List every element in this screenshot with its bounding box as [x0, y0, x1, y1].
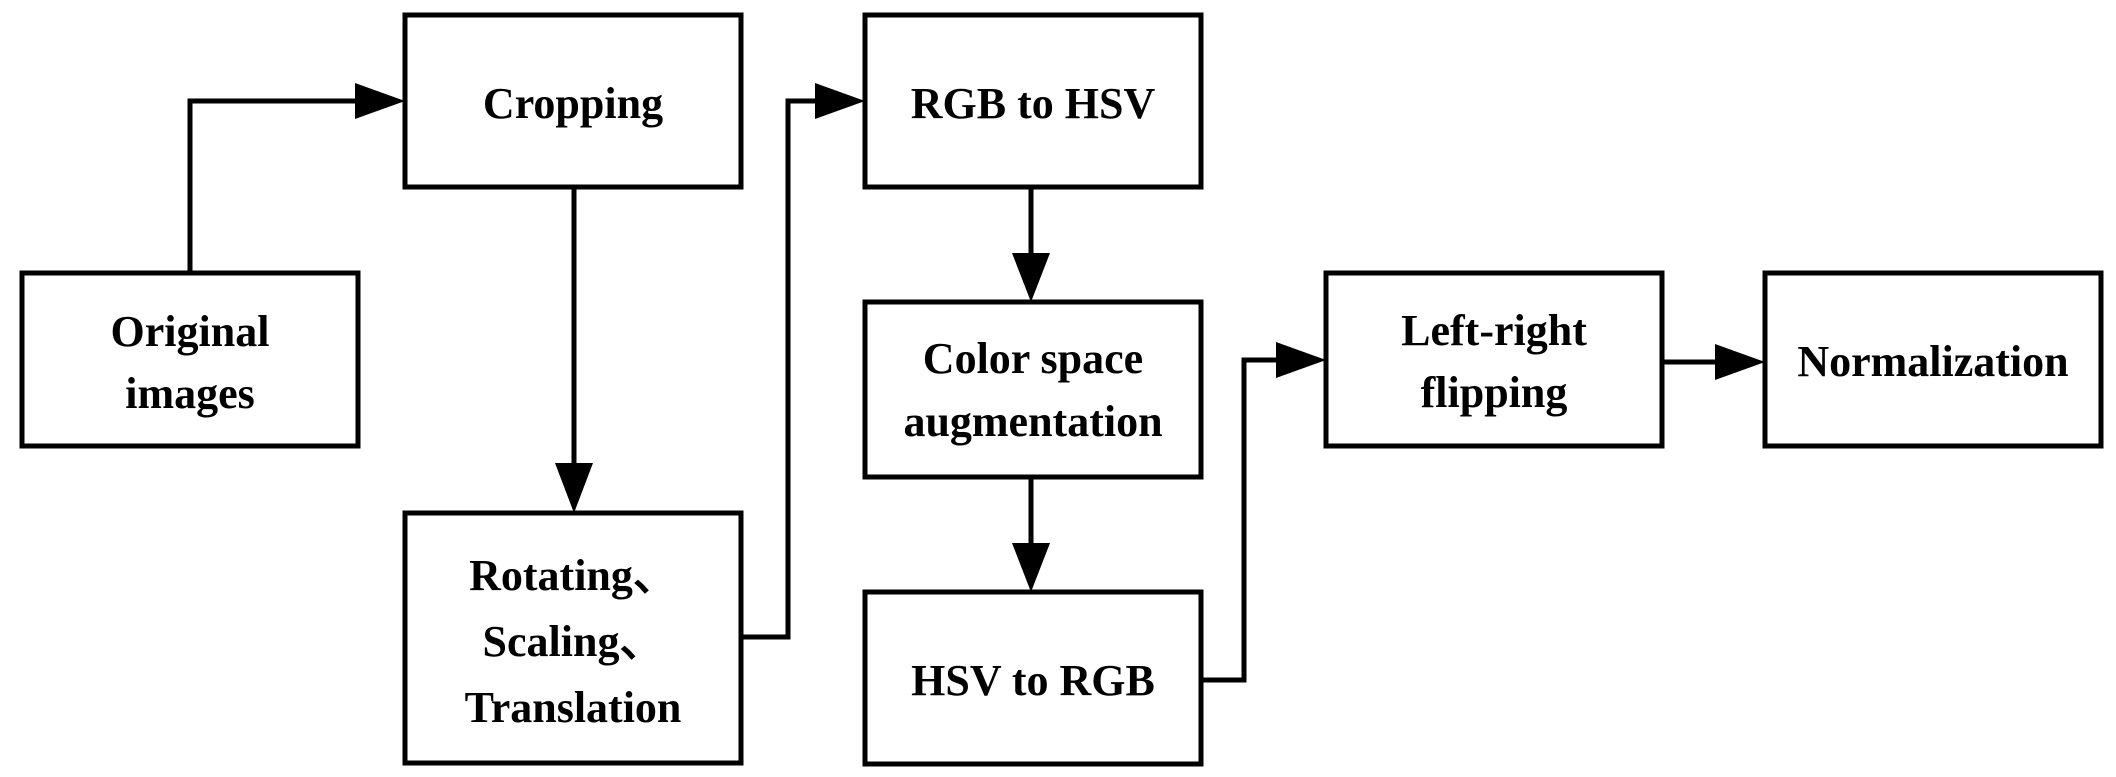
arrowhead-cropping-to-rotating [555, 463, 593, 513]
arrowhead-left-right-to-normalization [1715, 344, 1765, 380]
arrowhead-rotating-to-rgb-to-hsv [815, 83, 865, 119]
edge-rotating-to-rgb-to-hsv [741, 98, 820, 640]
node-rotating-line-3: Translation [465, 683, 682, 732]
node-original-images-line-1: Original [111, 307, 270, 356]
node-hsv-to-rgb-label: HSV to RGB [911, 656, 1155, 705]
node-left-right-flipping: Left-right flipping [1323, 270, 1665, 449]
node-rgb-to-hsv-label: RGB to HSV [911, 79, 1156, 128]
edge-original-to-cropping [187, 98, 358, 273]
arrowhead-color-space-to-hsv-to-rgb [1012, 543, 1050, 592]
node-left-right-line-2: flipping [1421, 368, 1568, 417]
node-rotating-scaling-translation: Rotating、 Scaling、 Translation [402, 510, 744, 766]
arrowhead-original-to-cropping [355, 83, 405, 119]
node-rgb-to-hsv: RGB to HSV [862, 12, 1204, 190]
node-color-space-augmentation: Color space augmentation [862, 299, 1204, 480]
node-normalization-label: Normalization [1797, 337, 2068, 386]
node-normalization: Normalization [1762, 270, 2104, 449]
edge-hsv-to-rgb-to-left-right [1200, 357, 1280, 683]
node-hsv-to-rgb: HSV to RGB [862, 589, 1204, 767]
node-original-images-line-2: images [125, 369, 255, 418]
connectors [187, 83, 1765, 683]
node-original-images: Original images [19, 270, 361, 449]
node-color-space-line-1: Color space [923, 334, 1143, 383]
node-cropping: Cropping [402, 12, 744, 190]
node-color-space-line-2: augmentation [903, 397, 1162, 446]
arrowhead-rgb-to-hsv-to-color-space [1012, 253, 1050, 302]
node-rotating-line-2: Scaling、 [483, 617, 664, 666]
arrowhead-hsv-to-rgb-to-left-right [1276, 342, 1326, 378]
node-cropping-label: Cropping [483, 79, 663, 128]
node-rotating-line-1: Rotating、 [469, 551, 677, 600]
node-left-right-line-1: Left-right [1401, 306, 1587, 355]
